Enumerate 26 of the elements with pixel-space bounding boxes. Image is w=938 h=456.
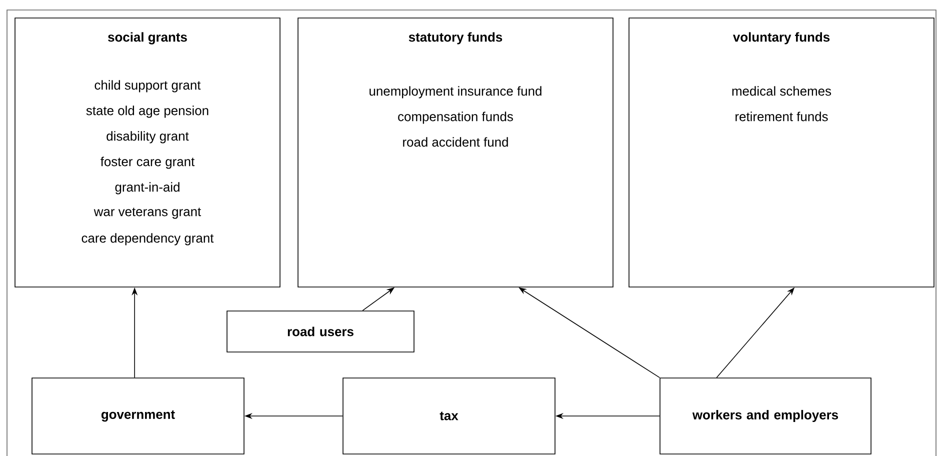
list-item: road accident fund (403, 137, 508, 147)
category-box (14, 18, 280, 288)
box-label: government (101, 410, 175, 422)
category-box (298, 18, 614, 288)
list-item: retirement funds (736, 112, 828, 122)
box-heading: voluntary funds (732, 32, 830, 44)
box-heading: social grants (108, 32, 187, 44)
box-label: tax (440, 412, 458, 420)
list-item: disability grant (106, 131, 189, 144)
category-box (628, 18, 934, 288)
list-item: grant-in-aid (115, 182, 180, 194)
source-box (342, 378, 556, 454)
list-item: care dependency grant (82, 233, 214, 246)
box-heading: statutory funds (408, 32, 502, 44)
list-item: state old age pension (86, 106, 208, 118)
list-item: child support grant (94, 80, 201, 92)
list-item: foster care grant (100, 156, 195, 169)
list-item: unemployment insurance fund (370, 86, 542, 98)
box-label: workers and employers (692, 410, 838, 422)
box-label: road users (288, 326, 354, 336)
list-item: war veterans grant (94, 208, 202, 219)
source-box (660, 378, 872, 454)
source-box (32, 378, 244, 454)
source-box (226, 310, 414, 352)
list-item: medical schemes (732, 86, 832, 96)
list-item: compensation funds (398, 112, 513, 124)
